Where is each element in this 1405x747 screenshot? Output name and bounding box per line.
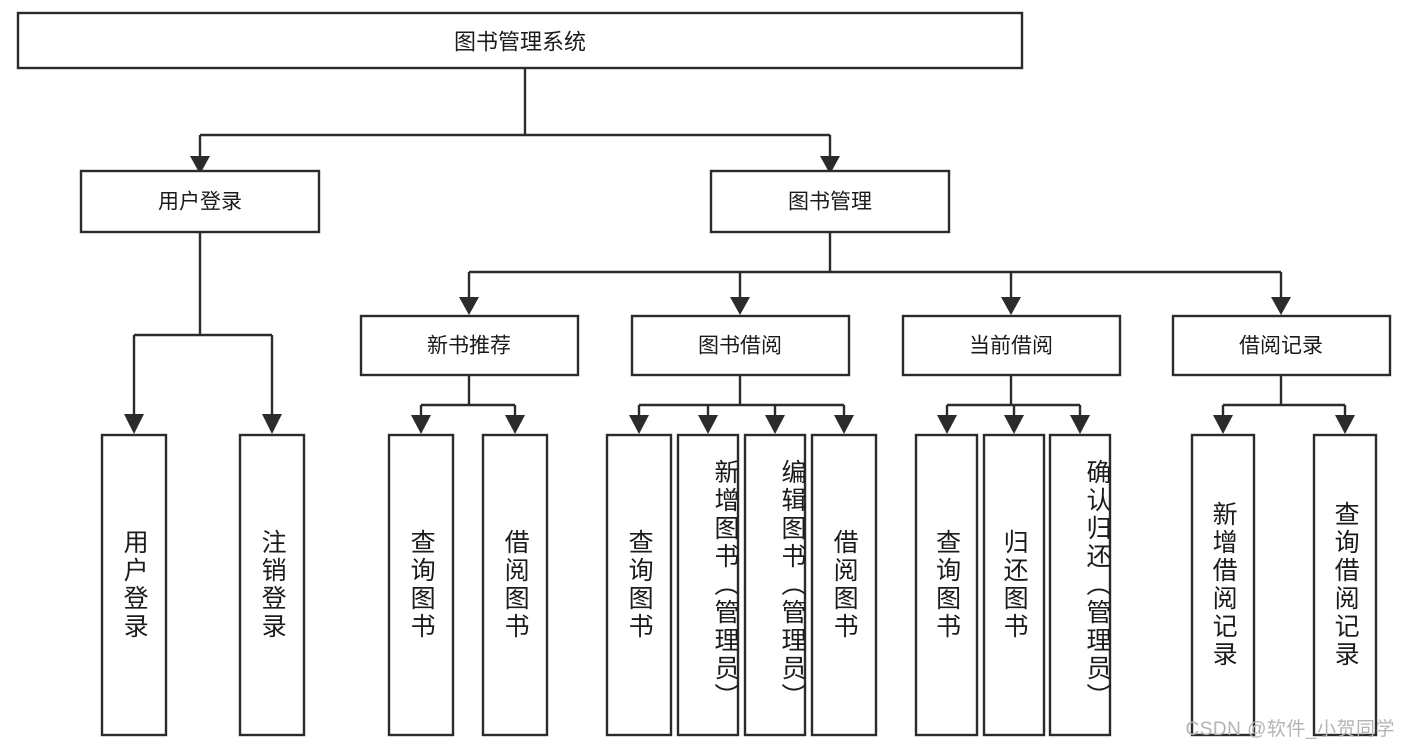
connector-bookborrow-to-leaves <box>637 375 846 419</box>
csdn-watermark: CSDN @软件_小贺同学 <box>1185 719 1395 740</box>
arrowhead-leaf-borrow-book-1 <box>505 415 525 434</box>
connector-root-to-level2 <box>198 68 832 158</box>
node-book-management-box[interactable] <box>709 169 951 234</box>
arrowhead-leaf-query-book-1 <box>411 415 431 434</box>
arrowhead-leaf-return-book <box>1004 415 1024 434</box>
arrowhead-new-book-recommend <box>459 297 479 315</box>
node-leaf-query-book-3-box[interactable] <box>914 433 979 737</box>
arrowhead-book-management <box>820 156 840 174</box>
arrowhead-leaf-edit-book <box>765 415 785 434</box>
node-borrow-record[interactable]: 借阅记录 <box>1171 314 1392 377</box>
node-leaf-query-book-2-box[interactable] <box>605 433 673 737</box>
arrowhead-leaf-user-login <box>124 414 144 434</box>
node-leaf-edit-book-box[interactable] <box>743 433 807 737</box>
node-user-login-box[interactable] <box>79 169 321 234</box>
node-current-borrow-box[interactable] <box>901 314 1122 377</box>
arrowhead-leaf-query-borrow-record <box>1335 415 1355 434</box>
node-root-box[interactable] <box>16 11 1024 70</box>
leaf-boxes-group <box>100 433 1378 737</box>
node-leaf-borrow-book-1-box[interactable] <box>481 433 549 737</box>
node-leaf-query-book-1-box[interactable] <box>387 433 455 737</box>
arrowhead-user-login <box>190 156 210 174</box>
node-current-borrow-label: 当前借阅 <box>969 335 1053 358</box>
connector-borrowrecord-to-leaves <box>1221 375 1347 419</box>
node-new-book-recommend-label: 新书推荐 <box>427 335 511 358</box>
node-leaf-query-borrow-record-box[interactable] <box>1312 433 1378 737</box>
node-leaf-confirm-return-box[interactable] <box>1048 433 1112 737</box>
node-book-borrow-box[interactable] <box>630 314 851 377</box>
node-book-borrow-label: 图书借阅 <box>698 335 782 358</box>
node-root[interactable]: 图书管理系统 <box>16 11 1024 70</box>
node-leaf-return-book-box[interactable] <box>982 433 1046 737</box>
arrowhead-leaf-query-book-2 <box>629 415 649 434</box>
connector-newbook-to-leaves <box>419 375 517 419</box>
connector-bookmgmt-to-level3 <box>467 232 1283 300</box>
node-user-login[interactable]: 用户登录 <box>79 169 321 234</box>
node-root-label: 图书管理系统 <box>454 30 586 55</box>
node-book-management-label: 图书管理 <box>788 191 872 214</box>
connector-user-login-to-leaves <box>132 232 274 418</box>
connector-currentborrow-to-leaves <box>945 375 1082 419</box>
node-new-book-recommend-box[interactable] <box>359 314 580 377</box>
node-borrow-record-box[interactable] <box>1171 314 1392 377</box>
connectors-group <box>124 68 1355 434</box>
node-leaf-logout-box[interactable] <box>238 433 306 737</box>
node-leaf-borrow-book-2-box[interactable] <box>810 433 878 737</box>
arrowhead-current-borrow <box>1001 297 1021 315</box>
arrowhead-leaf-add-borrow-record <box>1213 415 1233 434</box>
node-leaf-add-borrow-record-box[interactable] <box>1190 433 1256 737</box>
arrowhead-book-borrow <box>730 297 750 315</box>
arrowhead-leaf-borrow-book-2 <box>834 415 854 434</box>
arrowhead-leaf-confirm-return <box>1070 415 1090 434</box>
node-leaf-add-book-box[interactable] <box>676 433 740 737</box>
arrowhead-leaf-logout <box>262 414 282 434</box>
arrowhead-leaf-query-book-3 <box>937 415 957 434</box>
arrowhead-borrow-record <box>1271 297 1291 315</box>
node-borrow-record-label: 借阅记录 <box>1239 335 1323 358</box>
node-book-borrow[interactable]: 图书借阅 <box>630 314 851 377</box>
arrowhead-leaf-add-book <box>698 415 718 434</box>
node-leaf-user-login-box[interactable] <box>100 433 168 737</box>
node-user-login-label: 用户登录 <box>158 191 242 214</box>
node-book-management[interactable]: 图书管理 <box>709 169 951 234</box>
node-new-book-recommend[interactable]: 新书推荐 <box>359 314 580 377</box>
node-current-borrow[interactable]: 当前借阅 <box>901 314 1122 377</box>
